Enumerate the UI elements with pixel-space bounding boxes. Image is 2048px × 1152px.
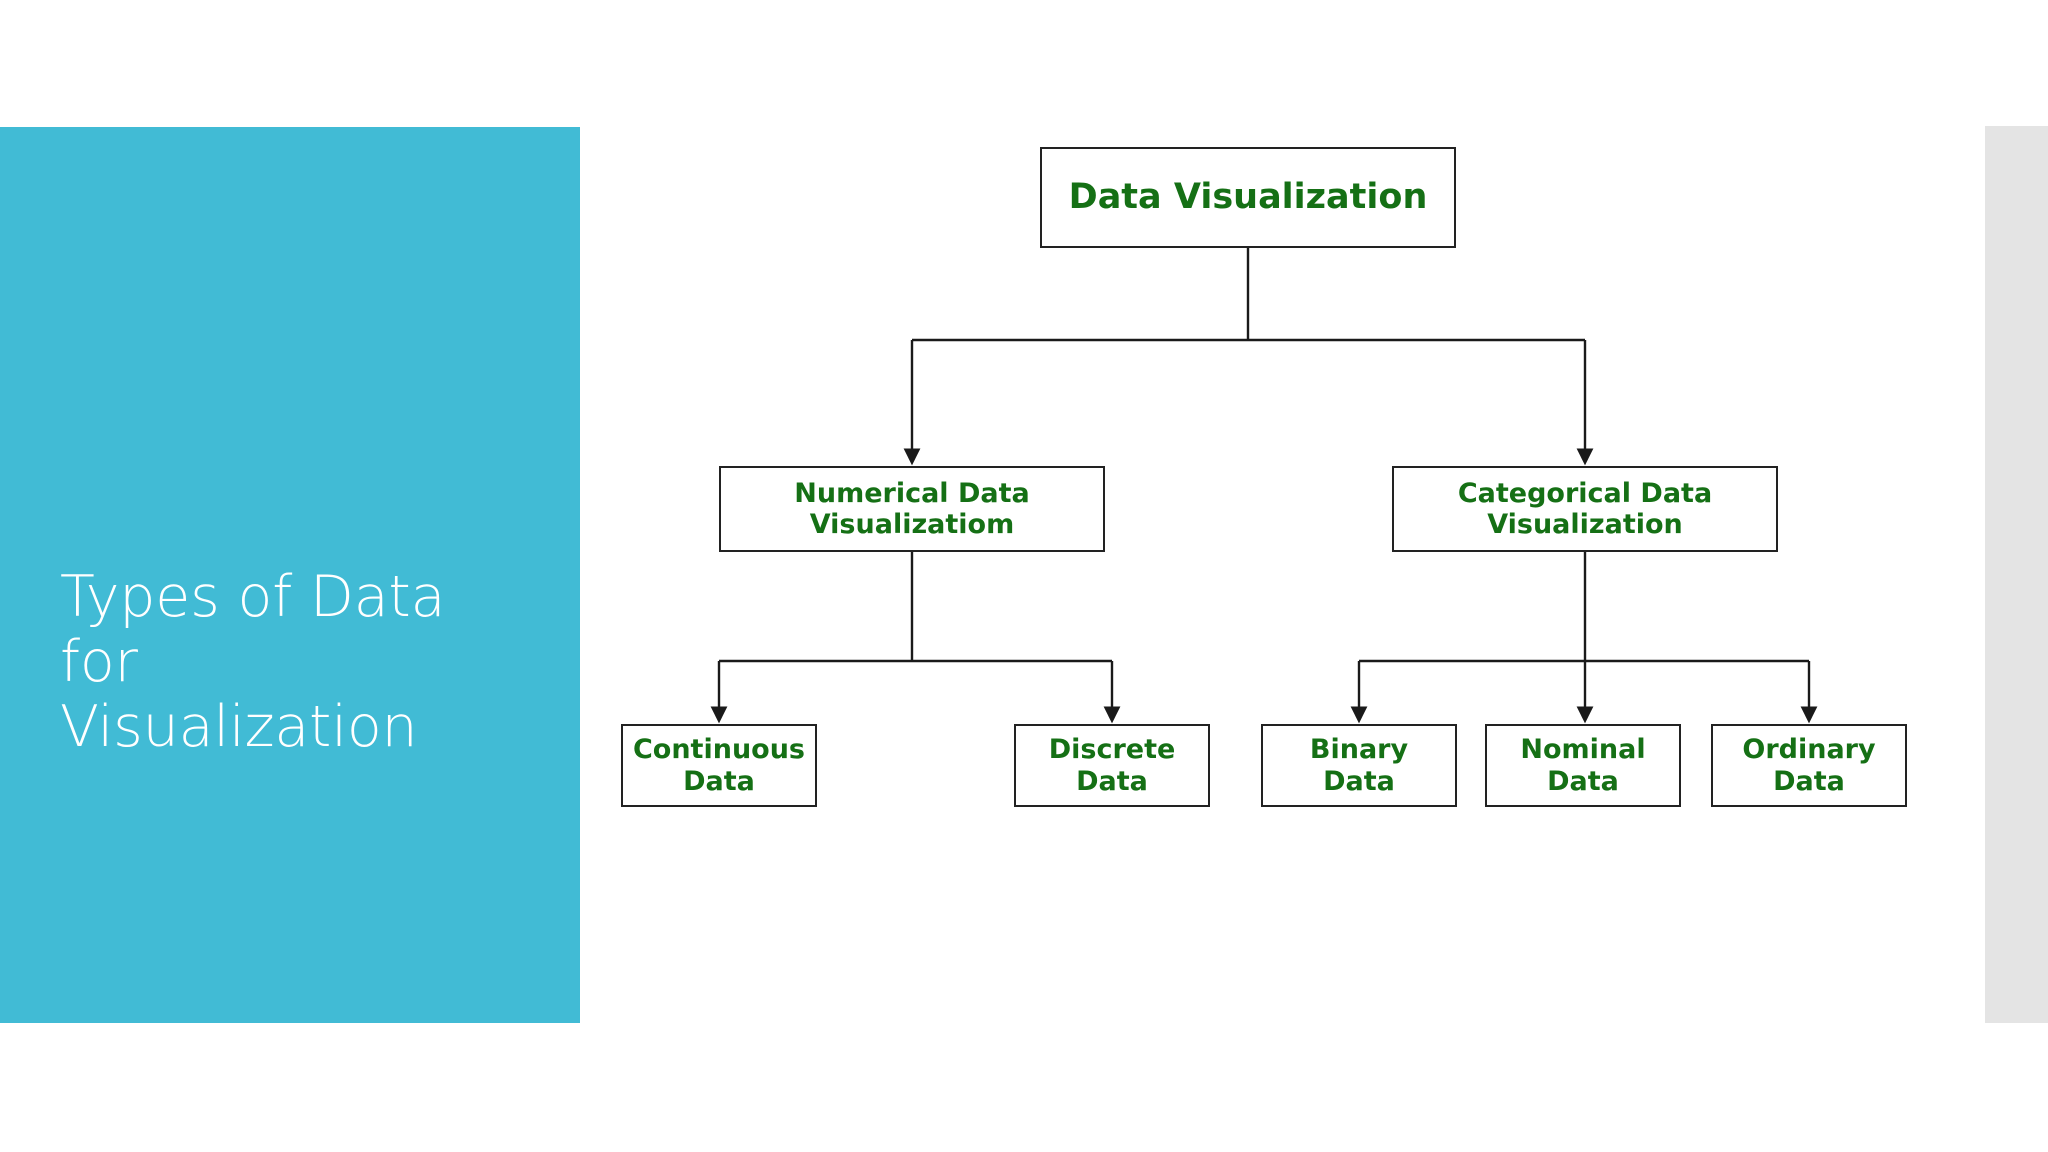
right-side-panel: [1985, 126, 2048, 1023]
node-label: Categorical Data Visualization: [1457, 477, 1713, 540]
slide-title: Types of Data for Visualization: [60, 564, 446, 760]
node-label: Ordinary Data: [1742, 734, 1876, 797]
node-continuous-data[interactable]: Continuous Data: [621, 724, 817, 807]
node-data-visualization[interactable]: Data Visualization: [1040, 147, 1456, 248]
title-panel: Types of Data for Visualization: [0, 127, 580, 1023]
node-label: Binary Data: [1309, 734, 1409, 797]
node-label: Nominal Data: [1520, 734, 1646, 797]
node-label: Continuous Data: [632, 734, 806, 797]
node-label: Discrete Data: [1048, 734, 1176, 797]
node-label: Data Visualization: [1068, 177, 1428, 218]
node-binary-data[interactable]: Binary Data: [1261, 724, 1457, 807]
node-nominal-data[interactable]: Nominal Data: [1485, 724, 1681, 807]
node-ordinary-data[interactable]: Ordinary Data: [1711, 724, 1907, 807]
node-label: Numerical Data Visualizatiom: [794, 477, 1030, 540]
node-numerical-data-visualization[interactable]: Numerical Data Visualizatiom: [719, 466, 1105, 552]
node-discrete-data[interactable]: Discrete Data: [1014, 724, 1210, 807]
node-categorical-data-visualization[interactable]: Categorical Data Visualization: [1392, 466, 1778, 552]
